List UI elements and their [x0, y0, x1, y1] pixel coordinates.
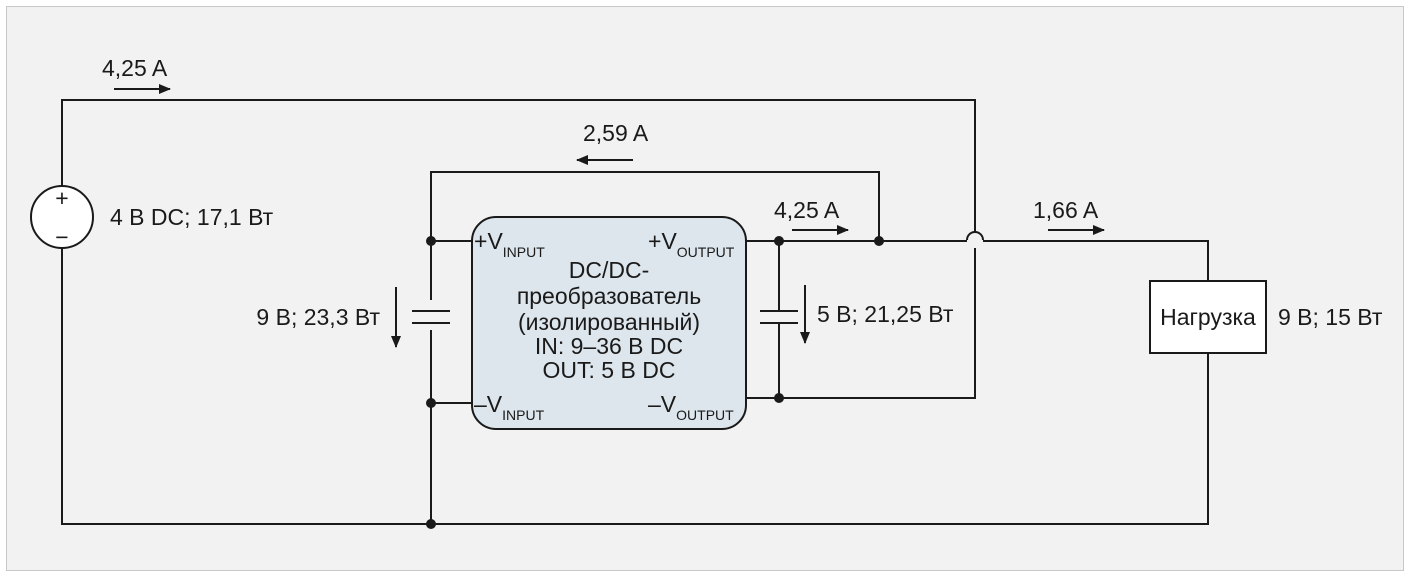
wires — [61, 99, 1209, 525]
converter-line-4: IN: 9–36 В DC — [535, 333, 683, 359]
current-output-label: 4,25 A — [774, 197, 840, 223]
wire-source-top — [61, 99, 976, 232]
load-box — [1149, 280, 1267, 354]
current-feedback-label: 2,59 A — [583, 120, 649, 146]
junction-dot — [774, 393, 784, 403]
wire-to-load — [983, 240, 1209, 281]
source-plus-sign: + — [55, 185, 68, 211]
load-block: Нагрузка — [1149, 280, 1267, 354]
source-minus-sign: − — [55, 224, 68, 250]
output-capacitor — [760, 310, 798, 324]
input-capacitor — [410, 300, 452, 330]
junction-dot — [426, 519, 436, 529]
junction-dot — [426, 236, 436, 246]
pin-vout-plus: +VOUTPUT — [648, 228, 735, 260]
pin-vin-plus: +VINPUT — [474, 228, 545, 260]
pin-vin-minus: –VINPUT — [474, 391, 545, 423]
wire-feedback — [430, 171, 880, 524]
wire-crossover-hop — [966, 231, 984, 241]
converter-line-1: DC/DC- — [569, 257, 650, 283]
source-label: 4 В DC; 17,1 Вт — [110, 204, 274, 230]
junction-dots — [426, 236, 884, 529]
junction-dot — [774, 236, 784, 246]
converter-line-5: OUT: 5 В DC — [543, 357, 676, 383]
junction-dot — [874, 236, 884, 246]
load-name: Нагрузка — [1160, 304, 1256, 330]
input-cap-label: 9 В; 23,3 Вт — [256, 304, 380, 330]
converter-line-3: (изолированный) — [518, 309, 700, 335]
voltage-source: + − — [30, 185, 94, 250]
converter-line-2: преобразователь — [517, 283, 701, 309]
pin-vout-minus: –VOUTPUT — [648, 391, 734, 423]
load-rating: 9 В; 15 Вт — [1278, 304, 1383, 330]
wire-right-loop-down — [779, 248, 976, 399]
current-top-label: 4,25 A — [102, 55, 168, 81]
converter-body — [471, 216, 747, 430]
junction-dot — [426, 398, 436, 408]
current-load-label: 1,66 A — [1033, 197, 1099, 223]
dcdc-converter: DC/DC- преобразователь (изолированный) I… — [471, 216, 747, 430]
output-cap-label: 5 В; 21,25 Вт — [817, 301, 954, 327]
wire-load-return — [61, 248, 1209, 525]
